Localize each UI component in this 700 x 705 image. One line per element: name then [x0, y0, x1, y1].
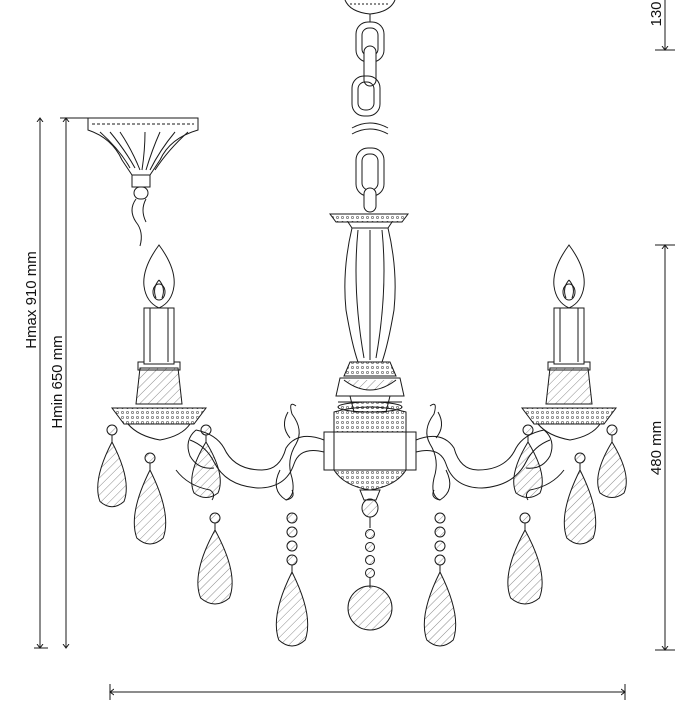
- crystal-bead: [434, 554, 446, 566]
- hmin-dimension-line: [60, 118, 90, 648]
- column-top-plate: [329, 213, 409, 229]
- drop-label: 480 mm: [648, 421, 665, 475]
- crystal-bead: [286, 554, 298, 566]
- crystal-bead: [606, 424, 618, 436]
- crystal-bead: [434, 540, 446, 552]
- crystal-bead: [519, 512, 531, 524]
- crystal-bead: [209, 512, 221, 524]
- crystal-bead: [574, 452, 586, 464]
- left-candle: [111, 244, 207, 441]
- crystal-bead: [365, 529, 375, 539]
- crystal-bead: [365, 555, 375, 565]
- ceiling-canopy-top: [344, 0, 396, 22]
- chain: [351, 21, 389, 213]
- crystal-drop: [513, 441, 543, 498]
- crystal-drop: [275, 570, 309, 647]
- crystal-bead: [106, 424, 118, 436]
- canopy-detail: [87, 117, 199, 247]
- crystal-strands: [97, 424, 627, 647]
- drop-dimension-line: [655, 245, 675, 650]
- crystal-bead: [200, 424, 212, 436]
- crystal-drop: [597, 441, 627, 498]
- crystal-drop: [423, 570, 457, 647]
- crystal-drop: [197, 528, 233, 605]
- crystal-bead: [434, 526, 446, 538]
- crystal-drop: [133, 468, 167, 545]
- crystal-bead: [434, 512, 446, 524]
- crystal-drop: [563, 468, 597, 545]
- crystal-bead: [365, 568, 375, 578]
- crystal-drop: [507, 528, 543, 605]
- canopy-label: 130: [648, 1, 665, 26]
- canopy-dimension-line: [655, 0, 675, 50]
- hmax-dimension-line: [34, 118, 48, 648]
- width-dimension-line: [110, 684, 625, 700]
- crystal-bead: [286, 540, 298, 552]
- crystal-bead: [286, 512, 298, 524]
- crystal-bead: [365, 542, 375, 552]
- crystal-ball: [347, 585, 393, 631]
- crystal-bead: [286, 526, 298, 538]
- hmax-label: Hmax 910 mm: [23, 251, 40, 349]
- right-candle: [521, 244, 617, 441]
- central-body: [323, 406, 417, 528]
- central-vase-column: [335, 227, 405, 413]
- crystal-bead: [144, 452, 156, 464]
- crystal-drop: [97, 440, 127, 508]
- hmin-label: Hmin 650 mm: [49, 335, 66, 428]
- crystal-drop: [191, 441, 221, 498]
- crystal-bead: [522, 424, 534, 436]
